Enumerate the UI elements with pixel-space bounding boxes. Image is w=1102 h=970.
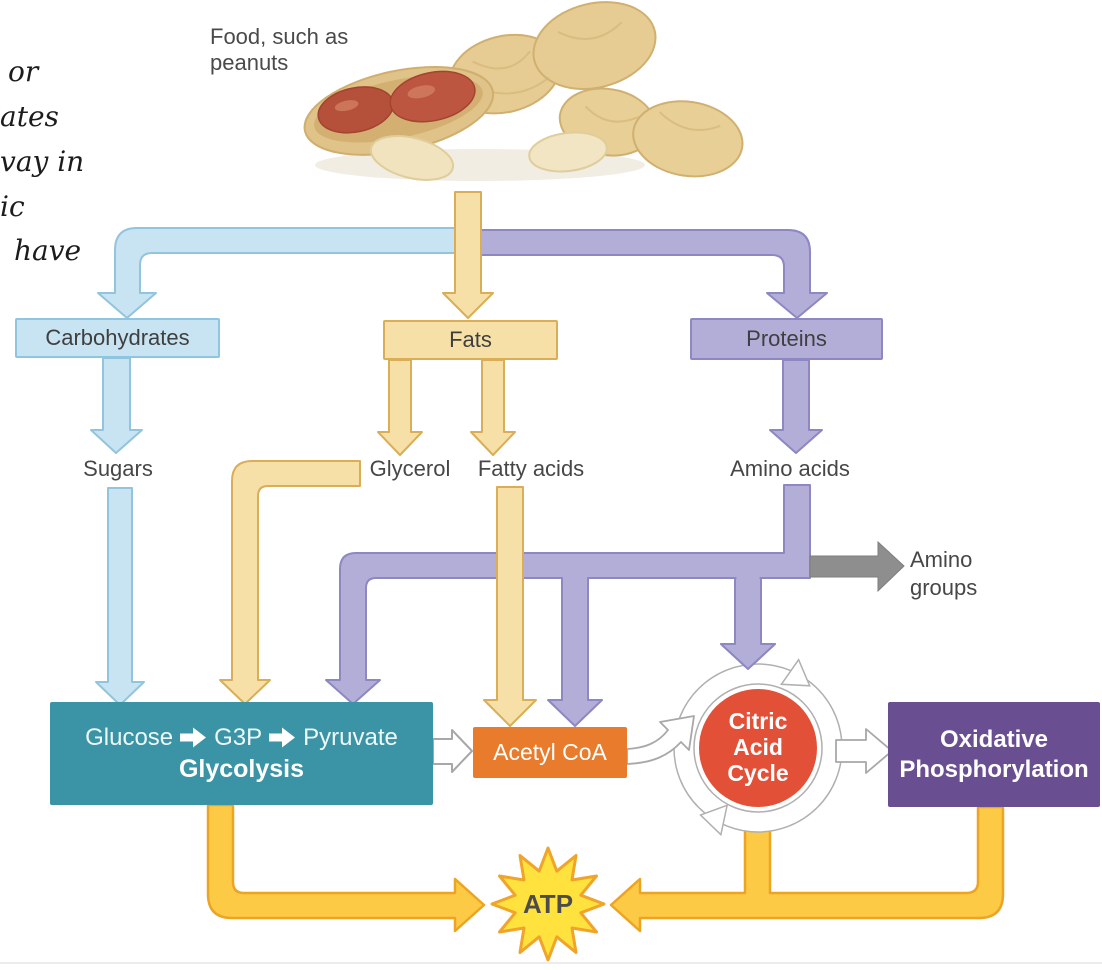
food-to-proteins-arrow bbox=[469, 229, 828, 319]
carbohydrates-box-label: Carbohydrates bbox=[45, 325, 190, 350]
right-arrow-icon bbox=[269, 727, 296, 748]
food-label: Food, such as peanuts bbox=[210, 24, 348, 77]
amino-acids-label: Amino acids bbox=[730, 456, 850, 481]
fats-to-fatty-acids-arrow bbox=[470, 359, 516, 456]
food-to-carbohydrates-arrow bbox=[97, 227, 466, 319]
peanuts-image bbox=[303, 1, 744, 181]
proteins-box: Proteins bbox=[690, 318, 883, 360]
fats-to-glycerol-arrow bbox=[377, 359, 423, 456]
fats-box: Fats bbox=[383, 320, 558, 360]
amino-groups-line-2: groups bbox=[910, 574, 978, 600]
oxidative-phosphorylation-box: Oxidative Phosphorylation bbox=[888, 702, 1100, 807]
sugars-label: Sugars bbox=[83, 456, 153, 481]
fats-box-label: Fats bbox=[449, 327, 492, 352]
right-arrow-icon bbox=[180, 727, 207, 748]
carbohydrates-box: Carbohydrates bbox=[15, 318, 220, 358]
glycolysis-to-atp-arrow bbox=[206, 803, 486, 933]
purple-joint-patch bbox=[736, 570, 760, 582]
fatty-acids-to-acetyl-arrow bbox=[483, 486, 537, 727]
atp-starburst bbox=[490, 846, 606, 962]
atp-label: ATP bbox=[522, 889, 574, 919]
amino-groups-line-1: Amino bbox=[910, 547, 973, 572]
citric-line-1: Citric bbox=[728, 708, 788, 735]
citric-line-2: Acid bbox=[733, 734, 783, 761]
proteins-to-amino-acids-arrow bbox=[769, 359, 823, 454]
amino-acids-to-citric-arrow bbox=[720, 577, 776, 670]
food-to-fats-arrow bbox=[442, 191, 494, 319]
glycolysis-step-glucose: Glucose bbox=[85, 723, 174, 751]
carbohydrates-to-sugars-arrow bbox=[90, 357, 143, 454]
citric-oxphos-to-atp-arrow bbox=[609, 805, 1005, 933]
glycolysis-step-g3p: G3P bbox=[214, 723, 263, 751]
oxphos-line-1: Oxidative bbox=[939, 725, 1049, 753]
glycolysis-title: Glycolysis bbox=[178, 754, 305, 783]
food-label-line-2: peanuts bbox=[210, 50, 289, 76]
sugars-to-glycolysis-arrow bbox=[95, 487, 145, 706]
acetyl-to-citric-arrow bbox=[626, 715, 695, 765]
amino-groups-arrow bbox=[809, 540, 905, 593]
food-label-line-1: Food, such as bbox=[210, 24, 349, 49]
glycolysis-to-acetyl-arrow bbox=[432, 729, 473, 773]
glycolysis-steps: Glucose G3P Pyruvate bbox=[85, 724, 398, 752]
fatty-acids-label: Fatty acids bbox=[477, 456, 585, 481]
glycerol-to-glycolysis-arrow bbox=[219, 460, 361, 705]
handwritten-note-line-1: or bbox=[8, 55, 39, 88]
glycolysis-box: Glucose G3P Pyruvate Glycolysis bbox=[50, 702, 433, 805]
citric-acid-cycle-circle: Citric Acid Cycle bbox=[699, 689, 817, 807]
glycerol-label: Glycerol bbox=[369, 456, 451, 481]
proteins-box-label: Proteins bbox=[746, 326, 827, 351]
citric-line-3: Cycle bbox=[727, 759, 789, 786]
handwritten-note-line-5: have bbox=[14, 234, 82, 267]
bottom-divider bbox=[0, 962, 1102, 964]
acetyl-coa-label: Acetyl CoA bbox=[493, 739, 607, 765]
amino-groups-label: Amino groups bbox=[910, 546, 977, 601]
oxphos-line-2: Phosphorylation bbox=[899, 755, 1089, 783]
handwritten-note-line-4: ic bbox=[0, 190, 25, 223]
acetyl-coa-box: Acetyl CoA bbox=[473, 727, 627, 778]
citric-to-oxphos-arrow bbox=[835, 728, 893, 774]
handwritten-note-line-3: vay in bbox=[0, 145, 85, 178]
handwritten-note-line-2: ates bbox=[0, 100, 59, 133]
glycolysis-step-pyruvate: Pyruvate bbox=[303, 723, 398, 751]
